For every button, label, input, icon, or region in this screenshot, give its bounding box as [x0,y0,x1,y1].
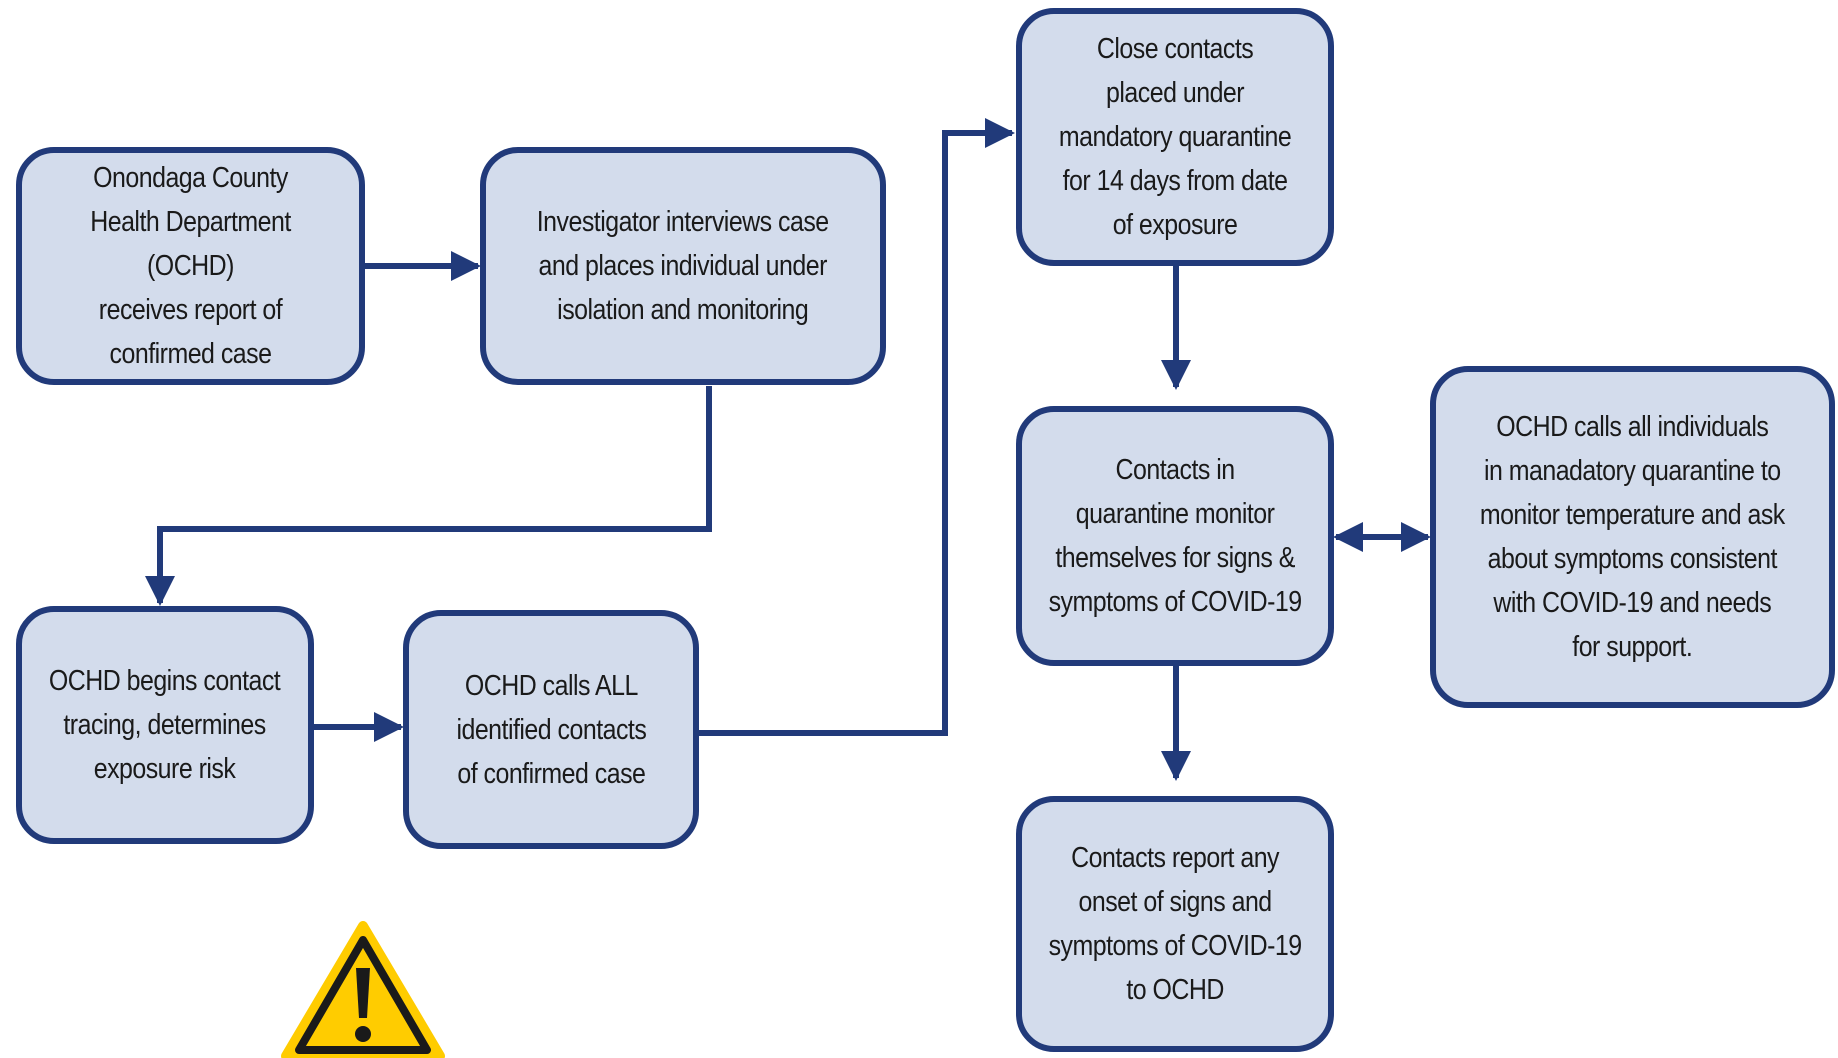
node-self-monitor-text: Contacts in quarantine monitor themselve… [1048,454,1302,618]
node-receives-report-text: Onondaga County Health Department (OCHD)… [90,162,291,370]
node-contacts-report-onset-text: Contacts report any onset of signs and s… [1048,842,1302,1006]
node-contacts-report-onset: Contacts report any onset of signs and s… [1016,796,1334,1052]
node-receives-report: Onondaga County Health Department (OCHD)… [16,147,365,385]
node-mandatory-quarantine: Close contacts placed under mandatory qu… [1016,8,1334,266]
node-calls-all-contacts: OCHD calls ALL identified contacts of co… [403,610,699,849]
arrow-interview-to-tracing [145,386,712,606]
node-contact-tracing-text: OCHD begins contact tracing, determines … [49,665,281,785]
node-ochd-calls-quarantined: OCHD calls all individuals in manadatory… [1430,366,1835,708]
warning-triangle-icon [281,921,445,1058]
node-calls-all-contacts-text: OCHD calls ALL identified contacts of co… [456,669,646,790]
node-self-monitor: Contacts in quarantine monitor themselve… [1016,406,1334,666]
node-investigator-interview: Investigator interviews case and places … [480,147,886,385]
node-mandatory-quarantine-text: Close contacts placed under mandatory qu… [1058,33,1292,241]
arrow-calls-to-quarantine [697,118,1015,736]
node-ochd-calls-quarantined-text: OCHD calls all individuals in manadatory… [1480,411,1785,663]
node-contact-tracing: OCHD begins contact tracing, determines … [16,606,314,844]
node-investigator-interview-text: Investigator interviews case and places … [537,206,829,326]
